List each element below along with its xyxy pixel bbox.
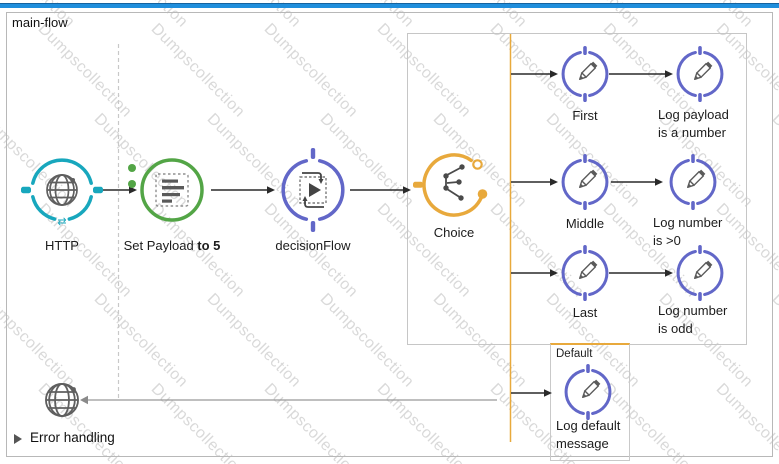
default-route-box[interactable]: Default — [550, 343, 630, 461]
log-default-line2: message — [556, 436, 609, 451]
last-label[interactable]: Last — [572, 305, 598, 320]
pencil-icon — [676, 243, 724, 303]
http-exchange-glyph: ⇄ — [57, 216, 66, 228]
log-odd-label[interactable]: Log number is odd — [658, 302, 744, 338]
log-default-line1: Log default — [556, 418, 621, 433]
flow-container[interactable] — [6, 12, 773, 457]
flow-title[interactable]: main-flow — [12, 15, 68, 30]
log-odd-line1: Log number — [658, 303, 728, 318]
log-payload-line1: Log payload — [658, 107, 729, 122]
pencil-icon — [676, 44, 724, 104]
logger-log-payload-node[interactable] — [675, 44, 725, 104]
middle-label[interactable]: Middle — [565, 216, 605, 231]
error-handling-label[interactable]: Error handling — [30, 430, 115, 445]
log-default-label[interactable]: Log default message — [556, 417, 632, 453]
log-number-label[interactable]: Log number is >0 — [653, 214, 739, 250]
choice-label[interactable]: Choice — [433, 225, 475, 240]
disclosure-triangle-icon[interactable] — [14, 434, 22, 444]
http-label[interactable]: HTTP — [45, 238, 79, 253]
globe-icon: ⇄ — [21, 158, 103, 228]
set-payload-label[interactable]: Set Payload to 5 — [97, 237, 247, 255]
log-number-line2: is >0 — [653, 233, 681, 248]
log-odd-line2: is odd — [658, 321, 693, 336]
log-payload-line2: is a number — [658, 125, 726, 140]
log-payload-label[interactable]: Log payload is a number — [658, 106, 744, 142]
flow-reference-icon — [281, 148, 345, 232]
decision-flow-node[interactable] — [275, 148, 351, 232]
logger-log-default-node[interactable] — [563, 362, 613, 422]
branch-icon — [413, 153, 488, 217]
log-number-line1: Log number — [653, 215, 723, 230]
logger-middle-node[interactable] — [560, 152, 610, 212]
pencil-icon — [669, 152, 717, 212]
flow-end-globe-node[interactable] — [40, 378, 84, 422]
decision-flow-label[interactable]: decisionFlow — [275, 238, 351, 253]
first-label[interactable]: First — [572, 108, 598, 123]
default-route-label: Default — [556, 348, 593, 360]
logger-log-number-node[interactable] — [668, 152, 718, 212]
choice-router-node[interactable] — [413, 147, 492, 223]
editor-top-border — [0, 3, 779, 8]
globe-icon — [45, 383, 79, 417]
http-listener-node[interactable]: ⇄ — [21, 152, 103, 228]
logger-last-node[interactable] — [560, 243, 610, 303]
logger-log-odd-node[interactable] — [675, 243, 725, 303]
document-lines-icon — [128, 158, 204, 222]
pencil-icon — [564, 362, 612, 422]
pencil-icon — [561, 243, 609, 303]
pencil-icon — [561, 152, 609, 212]
logger-first-node[interactable] — [560, 44, 610, 104]
set-payload-label-bold: to 5 — [197, 238, 221, 253]
pencil-icon — [561, 44, 609, 104]
set-payload-node[interactable] — [128, 152, 210, 228]
set-payload-label-text: Set Payload — [123, 238, 198, 253]
